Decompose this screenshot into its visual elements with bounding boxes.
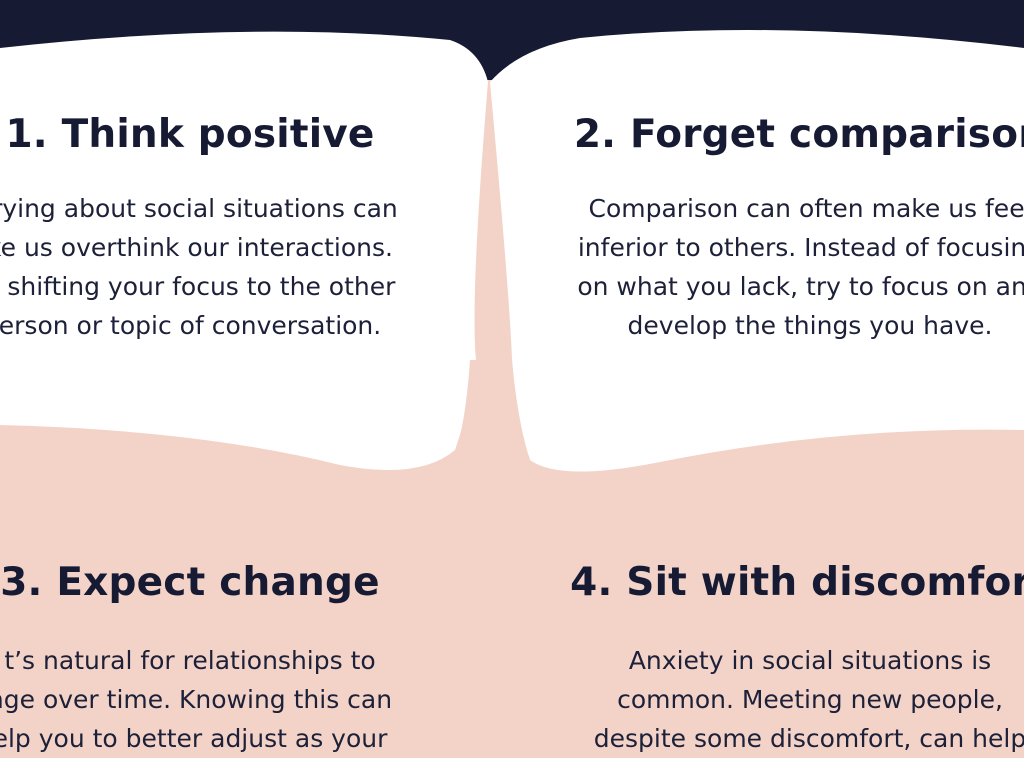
tip-body-line: Comparison can often make us feel: [588, 194, 1024, 223]
tip-body-line: develop the things you have.: [627, 311, 993, 340]
book-right-page: [490, 30, 1024, 472]
tip-body-line: common. Meeting new people,: [617, 685, 1003, 714]
tip-title: 2. Forget comparison: [573, 112, 1024, 157]
tip-card-think-positive: 1. Think positive rrying about social si…: [0, 112, 460, 345]
tip-body-line: elp you to better adjust as your: [0, 724, 388, 753]
book-spine-shadow: [455, 360, 530, 464]
tip-title: 3. Expect change: [0, 560, 380, 605]
tip-body-line: y shifting your focus to the other: [0, 272, 396, 301]
tip-body-line: t’s natural for relationships to: [4, 646, 376, 675]
tip-body-line: despite some discomfort, can help: [593, 724, 1024, 753]
tip-body-line: rrying about social situations can: [0, 194, 398, 223]
tip-body-line: inferior to others. Instead of focusing: [577, 233, 1024, 262]
book-left-page: [0, 31, 488, 471]
tip-body-line: nge over time. Knowing this can: [0, 685, 393, 714]
tip-title: 4. Sit with discomfort: [570, 560, 1024, 605]
tip-title: 1. Think positive: [5, 112, 375, 157]
tip-body: Anxiety in social situations is common. …: [530, 641, 1024, 758]
tip-body-line: on what you lack, try to focus on and: [577, 272, 1024, 301]
tip-card-forget-comparison: 2. Forget comparison Comparison can ofte…: [530, 112, 1024, 345]
tip-card-sit-with-discomfort: 4. Sit with discomfort Anxiety in social…: [530, 560, 1024, 758]
tip-body: rrying about social situations can ke us…: [0, 189, 460, 345]
tip-body-line: Anxiety in social situations is: [628, 646, 992, 675]
tip-body: t’s natural for relationships to nge ove…: [0, 641, 460, 758]
tip-body: Comparison can often make us feel inferi…: [530, 189, 1024, 345]
tip-body-line: erson or topic of conversation.: [0, 311, 382, 340]
tip-body-line: ke us overthink our interactions.: [0, 233, 393, 262]
tip-card-expect-change: 3. Expect change t’s natural for relatio…: [0, 560, 460, 758]
